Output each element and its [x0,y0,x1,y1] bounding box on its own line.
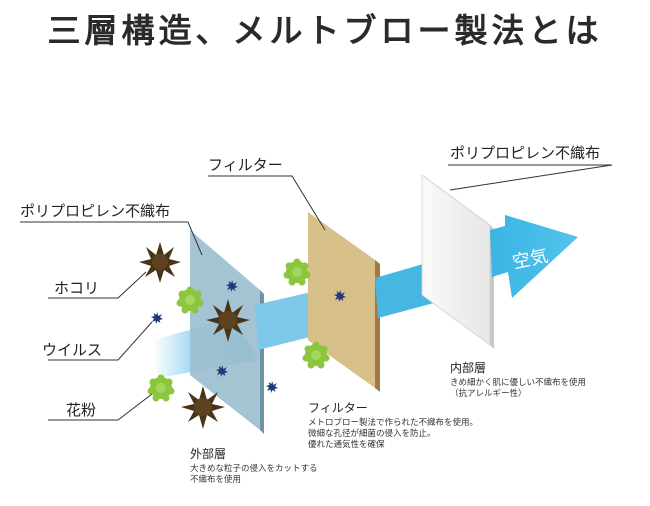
virus-particle [266,381,278,393]
caption-inner-heading: 内部層 [450,360,486,375]
caption-outer-line: 大きめな粒子の侵入をカットする [190,463,318,474]
caption-filter-line: 優れた通気性を確保 [308,439,385,450]
caption-outer-heading: 外部層 [190,446,226,461]
dust-particle-bottom [181,386,225,429]
page-title: 三層構造、メルトブロー製法とは [47,11,603,50]
filter-layer-panel [308,212,375,388]
pollen-particle-upper [283,258,311,286]
caption-inner-line: きめ細かく肌に優しい不織布を使用 [450,377,586,388]
label-pollen: 花粉 [66,401,96,419]
label-dust: ホコリ [54,279,99,297]
callout-line-dust [48,271,147,299]
label-pp-outer: ポリプロピレン不織布 [20,202,170,220]
caption-outer-line: 不織布を使用 [190,474,241,485]
pollen-particle-left [176,286,204,314]
caption-filter-line: 微細な孔径が細菌の侵入を防止。 [308,428,436,439]
pollen-particle-lower [147,374,175,402]
inner-layer-panel [421,174,491,346]
pollen-particle-filter [302,341,330,369]
callout-line-virus [48,321,153,361]
dust-particle-large [139,242,181,283]
callout-line-pp-outer [20,221,203,256]
callout-line-pp-inner [448,164,613,191]
label-filter: フィルター [208,156,283,174]
virus-particle [334,290,346,302]
dust-particle-middle [206,299,250,342]
virus-particle [216,365,228,377]
caption-inner-line: （抗アレルギー性） [450,388,527,399]
virus-particle [226,280,238,292]
callout-line-pollen [48,393,153,421]
virus-particle [151,312,163,324]
caption-filter-line: メトロブロー製法で作られた不織布を使用。 [308,417,478,428]
label-pp-inner: ポリプロピレン不織布 [450,144,600,162]
label-virus: ウイルス [42,341,102,359]
airflow-arrow [490,215,578,298]
callout-line-filter [208,175,326,231]
caption-filter-heading: フィルター [308,401,368,415]
